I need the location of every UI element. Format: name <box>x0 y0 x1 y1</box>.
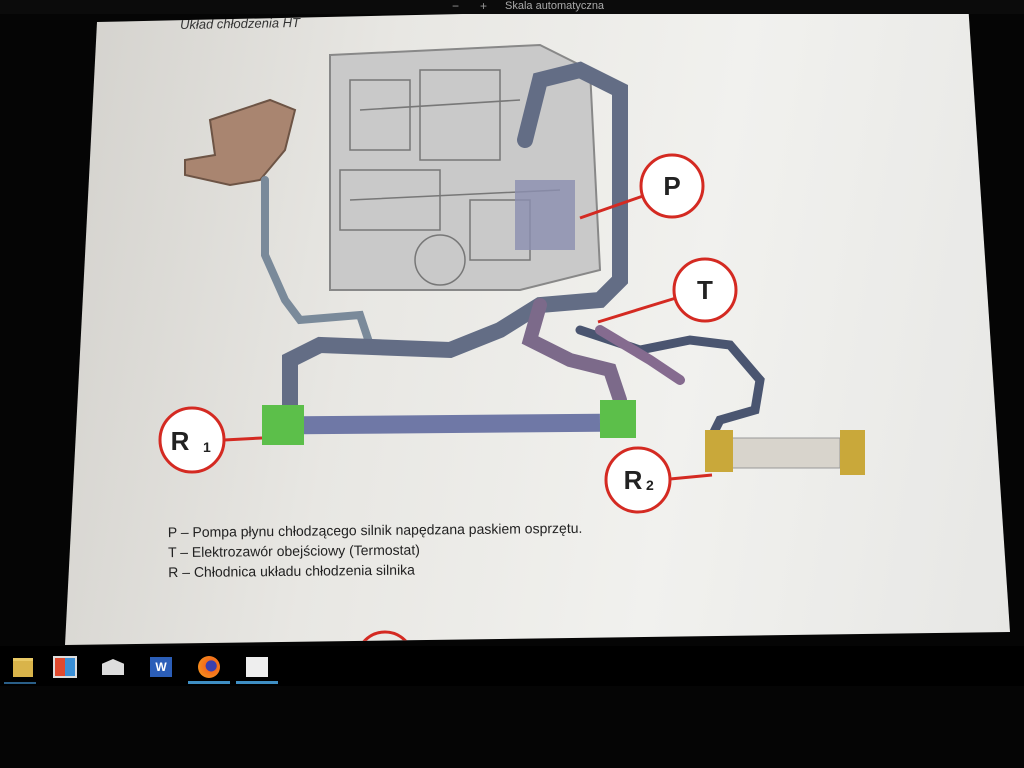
zoom-in-button[interactable]: + <box>480 0 488 13</box>
word-icon: W <box>150 657 172 677</box>
legend: P – Pompa płynu chłodzącego silnik napęd… <box>168 518 583 582</box>
store-icon <box>53 656 77 678</box>
firefox-icon <box>198 656 220 678</box>
taskbar-word[interactable]: W <box>138 650 184 684</box>
svg-text:1: 1 <box>203 439 211 455</box>
viewer-toolbar: − + Skala automatyczna <box>0 0 1024 14</box>
zoom-out-button[interactable]: − <box>452 0 460 13</box>
callout-radiator-2: R 2 <box>604 446 713 514</box>
svg-text:2: 2 <box>646 477 654 493</box>
taskbar-firefox[interactable] <box>186 650 232 684</box>
svg-text:R: R <box>171 426 190 456</box>
taskbar-file-explorer[interactable] <box>0 650 46 684</box>
taskbar-photos[interactable] <box>234 650 280 684</box>
taskbar-store[interactable] <box>42 650 88 684</box>
zoom-scale-select[interactable]: Skala automatyczna <box>505 0 605 12</box>
taskbar-mail[interactable] <box>90 650 136 684</box>
file-explorer-icon <box>13 657 33 677</box>
expansion-tank <box>184 98 297 187</box>
photos-icon <box>246 657 268 677</box>
callout-radiator-1: R 1 <box>158 406 263 474</box>
radiator-r2 <box>705 430 865 475</box>
svg-text:T: T <box>697 275 713 305</box>
mail-icon <box>102 659 124 675</box>
coolant-hoses <box>261 61 765 445</box>
radiator-r1 <box>262 400 636 445</box>
callout-thermostat: T <box>597 257 738 324</box>
callout-pump: P <box>579 153 705 220</box>
svg-text:R: R <box>624 465 643 495</box>
taskbar: W <box>0 646 1024 686</box>
next-page-callout <box>355 630 415 645</box>
svg-text:P: P <box>663 171 680 201</box>
